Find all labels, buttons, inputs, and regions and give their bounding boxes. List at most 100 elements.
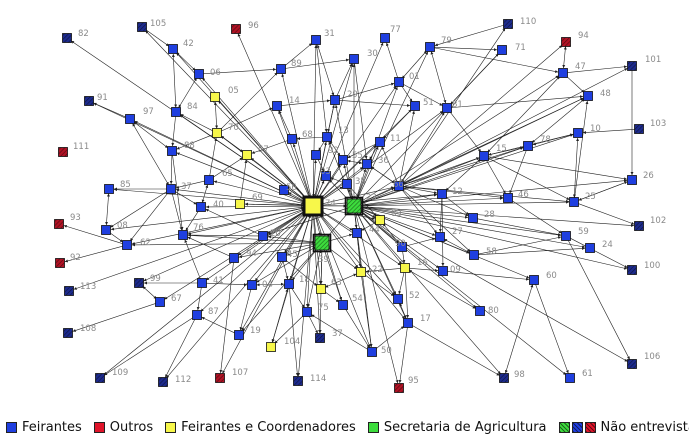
edge — [567, 239, 630, 360]
edge — [312, 44, 318, 198]
edge — [485, 159, 506, 194]
node — [235, 199, 245, 209]
edge — [399, 110, 415, 182]
edge — [109, 232, 124, 243]
edge — [316, 44, 335, 96]
node-label: 23 — [366, 193, 377, 203]
edge — [434, 24, 504, 47]
node-hatch — [315, 236, 329, 250]
edge — [251, 140, 288, 154]
edge — [278, 110, 291, 136]
node — [394, 77, 404, 87]
edge — [256, 246, 317, 283]
edge — [308, 315, 319, 334]
node — [277, 252, 287, 262]
node-label: 52 — [409, 291, 420, 301]
edge — [175, 180, 205, 189]
node-label: 112 — [175, 375, 191, 385]
node-hatch — [84, 96, 94, 106]
edge — [267, 235, 316, 243]
edge — [361, 276, 373, 348]
node-label: 30 — [367, 49, 378, 59]
node — [302, 195, 324, 217]
legend-item-coordenadores: Feirantes e Coordenadores — [165, 420, 356, 435]
node — [321, 171, 331, 181]
legend-swatch-yellow — [165, 421, 177, 433]
node-label: 77 — [390, 25, 401, 35]
edge — [328, 233, 353, 242]
edge — [171, 193, 183, 231]
node-label: 84 — [187, 102, 198, 112]
edge — [180, 114, 214, 132]
node — [342, 179, 352, 189]
edge — [478, 246, 586, 256]
node-label: 10 — [590, 124, 601, 134]
edge — [358, 211, 501, 375]
edge — [220, 107, 273, 132]
node-label: 19 — [250, 326, 261, 336]
legend-swatch-hatched-red — [584, 421, 596, 433]
legend-swatch-hatched-green — [558, 421, 570, 433]
edge — [311, 314, 369, 350]
node — [210, 92, 220, 102]
node — [403, 318, 413, 328]
edge — [212, 157, 243, 178]
edge — [320, 210, 353, 231]
edge — [176, 152, 305, 204]
node — [196, 202, 206, 212]
node-label: 79 — [441, 36, 452, 46]
edge — [511, 200, 562, 234]
node — [558, 68, 568, 78]
node-label: 35 — [355, 177, 366, 187]
node-label: 90 — [395, 239, 406, 249]
edge — [213, 101, 219, 129]
edge — [357, 237, 362, 268]
node — [192, 310, 202, 320]
node-label: 113 — [80, 282, 96, 292]
edge — [487, 76, 561, 153]
edge — [203, 67, 277, 75]
node-label: 55 — [352, 151, 363, 161]
edge — [291, 287, 305, 308]
edge — [318, 140, 325, 151]
node-label: 54 — [352, 294, 363, 304]
node-label: 94 — [578, 31, 589, 41]
edge — [171, 53, 178, 108]
edge — [238, 243, 316, 259]
node-label: 108 — [80, 324, 96, 334]
node-label: 25 — [585, 192, 596, 202]
edge — [401, 85, 413, 103]
node-hatch — [231, 24, 241, 34]
edge — [339, 100, 411, 107]
edge — [105, 193, 110, 226]
node — [167, 146, 177, 156]
edge — [360, 206, 628, 270]
edge — [451, 95, 584, 108]
node — [284, 279, 294, 289]
legend-swatch-red — [93, 421, 105, 433]
node — [375, 137, 385, 147]
node-label: 82 — [78, 29, 89, 39]
node — [171, 107, 181, 117]
node — [311, 35, 321, 45]
edge — [445, 196, 470, 216]
node-label: 104 — [284, 337, 300, 347]
edge — [365, 268, 401, 273]
node — [410, 101, 420, 111]
node-label: 93 — [70, 213, 81, 223]
edge — [398, 272, 405, 295]
node — [503, 193, 513, 203]
node-label: 57 — [258, 145, 269, 155]
edge — [449, 111, 482, 153]
edge — [201, 184, 209, 203]
node — [393, 294, 403, 304]
node-hatch — [64, 286, 74, 296]
node-label: 47 — [575, 62, 586, 72]
node — [258, 231, 268, 241]
edge — [271, 288, 289, 343]
edge — [317, 158, 325, 172]
edge — [443, 238, 470, 253]
node-hatch — [499, 373, 509, 383]
node — [362, 159, 372, 169]
